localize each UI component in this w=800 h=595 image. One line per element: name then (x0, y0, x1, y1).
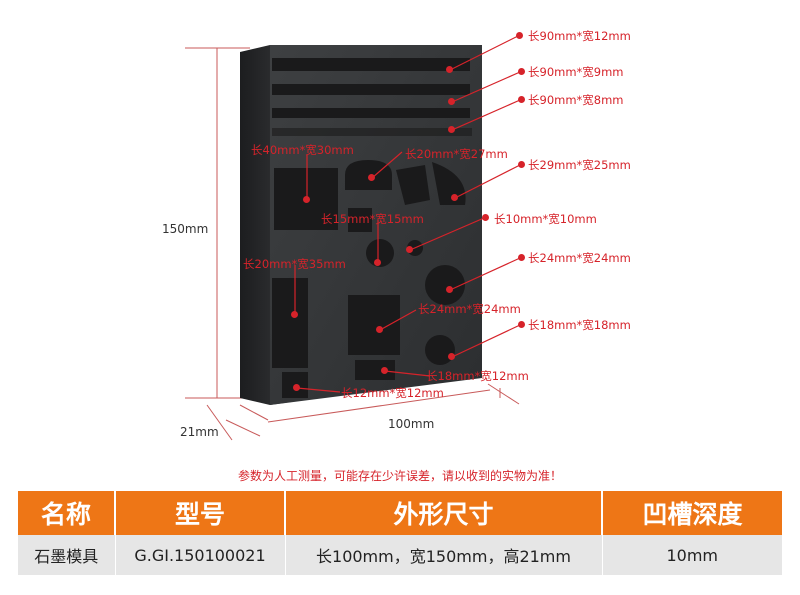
callout-hole10-label: 长10mm*宽10mm (494, 212, 597, 226)
mold-cavities (272, 58, 472, 398)
header-name: 名称 (18, 491, 116, 535)
callout-dot (448, 98, 455, 105)
callout-dot (448, 126, 455, 133)
callout-square24-label: 长24mm*宽24mm (418, 302, 521, 316)
callout-dot (448, 353, 455, 360)
callout-rect18x12-label: 长18mm*宽12mm (426, 369, 529, 383)
callout-slot1-label: 长90mm*宽12mm (528, 29, 631, 43)
callout-shape29x25-label: 长29mm*宽25mm (528, 158, 631, 172)
header-dimensions: 外形尺寸 (285, 491, 603, 535)
callout-dot (376, 326, 383, 333)
spec-table-header-row: 名称 型号 外形尺寸 凹槽深度 (18, 491, 782, 535)
callout-rect40x30-label: 长40mm*宽30mm (251, 143, 354, 157)
cell-groove-depth: 10mm (602, 535, 782, 575)
callout-dot (374, 259, 381, 266)
callout-circle18-label: 长18mm*宽18mm (528, 318, 631, 332)
callout-rect12x12-label: 长12mm*宽12mm (341, 386, 444, 400)
graphite-mold-illustration (185, 35, 521, 441)
width-dimension-label: 100mm (388, 417, 435, 431)
callout-dot (518, 254, 525, 261)
callout-dot (303, 196, 310, 203)
callout-dot (381, 367, 388, 374)
callout-dot (446, 286, 453, 293)
callout-dot (293, 384, 300, 391)
callout-dot (518, 321, 525, 328)
callout-hole15-label: 长15mm*宽15mm (321, 212, 424, 226)
callout-dot (518, 161, 525, 168)
callout-dot (482, 214, 489, 221)
callout-leaders (294, 35, 521, 393)
callout-dot (518, 68, 525, 75)
cell-dimensions: 长100mm，宽150mm，高21mm (285, 535, 603, 575)
depth-dimension-label: 21mm (180, 425, 219, 439)
callout-circle24-label: 长24mm*宽24mm (528, 251, 631, 265)
callout-slot3-label: 长90mm*宽8mm (528, 93, 624, 107)
header-model: 型号 (115, 491, 286, 535)
callout-dot (451, 194, 458, 201)
callout-dot (368, 174, 375, 181)
callout-rect20x35-label: 长20mm*宽35mm (243, 257, 346, 271)
callout-dot (518, 96, 525, 103)
height-dimension-label: 150mm (162, 222, 209, 236)
header-groove-depth: 凹槽深度 (602, 491, 782, 535)
callout-dot (291, 311, 298, 318)
callout-semi20x27-label: 长20mm*宽27mm (405, 147, 508, 161)
cell-name: 石墨模具 (18, 535, 116, 575)
callout-slot2-label: 长90mm*宽9mm (528, 65, 624, 79)
callout-dot (516, 32, 523, 39)
dimension-lines (185, 47, 520, 441)
block-left-side (240, 45, 270, 405)
table-row: 石墨模具 G.GI.150100021 长100mm，宽150mm，高21mm … (18, 535, 782, 575)
measurement-disclaimer: 参数为人工测量，可能存在少许误差，请以收到的实物为准！ (237, 469, 562, 483)
spec-table: 名称 型号 外形尺寸 凹槽深度 石墨模具 G.GI.150100021 长100… (18, 491, 782, 575)
cell-model: G.GI.150100021 (115, 535, 286, 575)
callout-dot (446, 66, 453, 73)
callout-dot (406, 246, 413, 253)
